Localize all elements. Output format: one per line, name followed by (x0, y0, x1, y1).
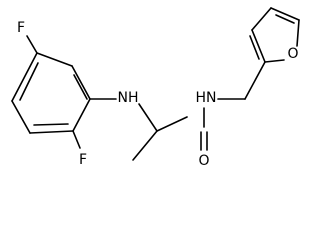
ring-bond (11, 52, 38, 102)
ring-double-bond (73, 74, 88, 100)
ring-bond (270, 7, 300, 21)
ch-methyl-bond (132, 130, 158, 161)
ring-bond (264, 59, 285, 63)
ch2-furan-bond (244, 61, 266, 100)
ch-carbonyl-bond (156, 116, 188, 132)
difluorophenyl-ring (11, 52, 91, 134)
chemical-structure: F F NH HN O O (11, 7, 300, 169)
ring-double-bond (249, 35, 260, 60)
ring-bond (36, 52, 73, 67)
carbonyl-oxygen-label: O (198, 153, 209, 169)
furan-ring (249, 7, 300, 63)
fluorine-atom-bottom: F (79, 152, 87, 168)
ring-double-bond (33, 123, 69, 126)
ring-bond (11, 100, 31, 134)
ring-bond (72, 98, 91, 132)
ring-bond (296, 19, 300, 47)
amide-hn-label: HN (196, 90, 217, 106)
ring-bond (71, 65, 91, 100)
ring-bond (29, 130, 74, 134)
c-f-bond-bottom (72, 130, 81, 149)
ring-double-bond (19, 62, 39, 101)
ring-double-bond (275, 14, 295, 24)
n-ch-bond (138, 103, 158, 132)
c-f-bond-top (26, 35, 38, 54)
ring-bond (251, 29, 266, 63)
amine-nh-label: NH (118, 90, 139, 106)
furan-oxygen-label: O (287, 46, 298, 62)
fluorine-atom-top: F (17, 20, 25, 36)
ring-bond (251, 7, 272, 31)
